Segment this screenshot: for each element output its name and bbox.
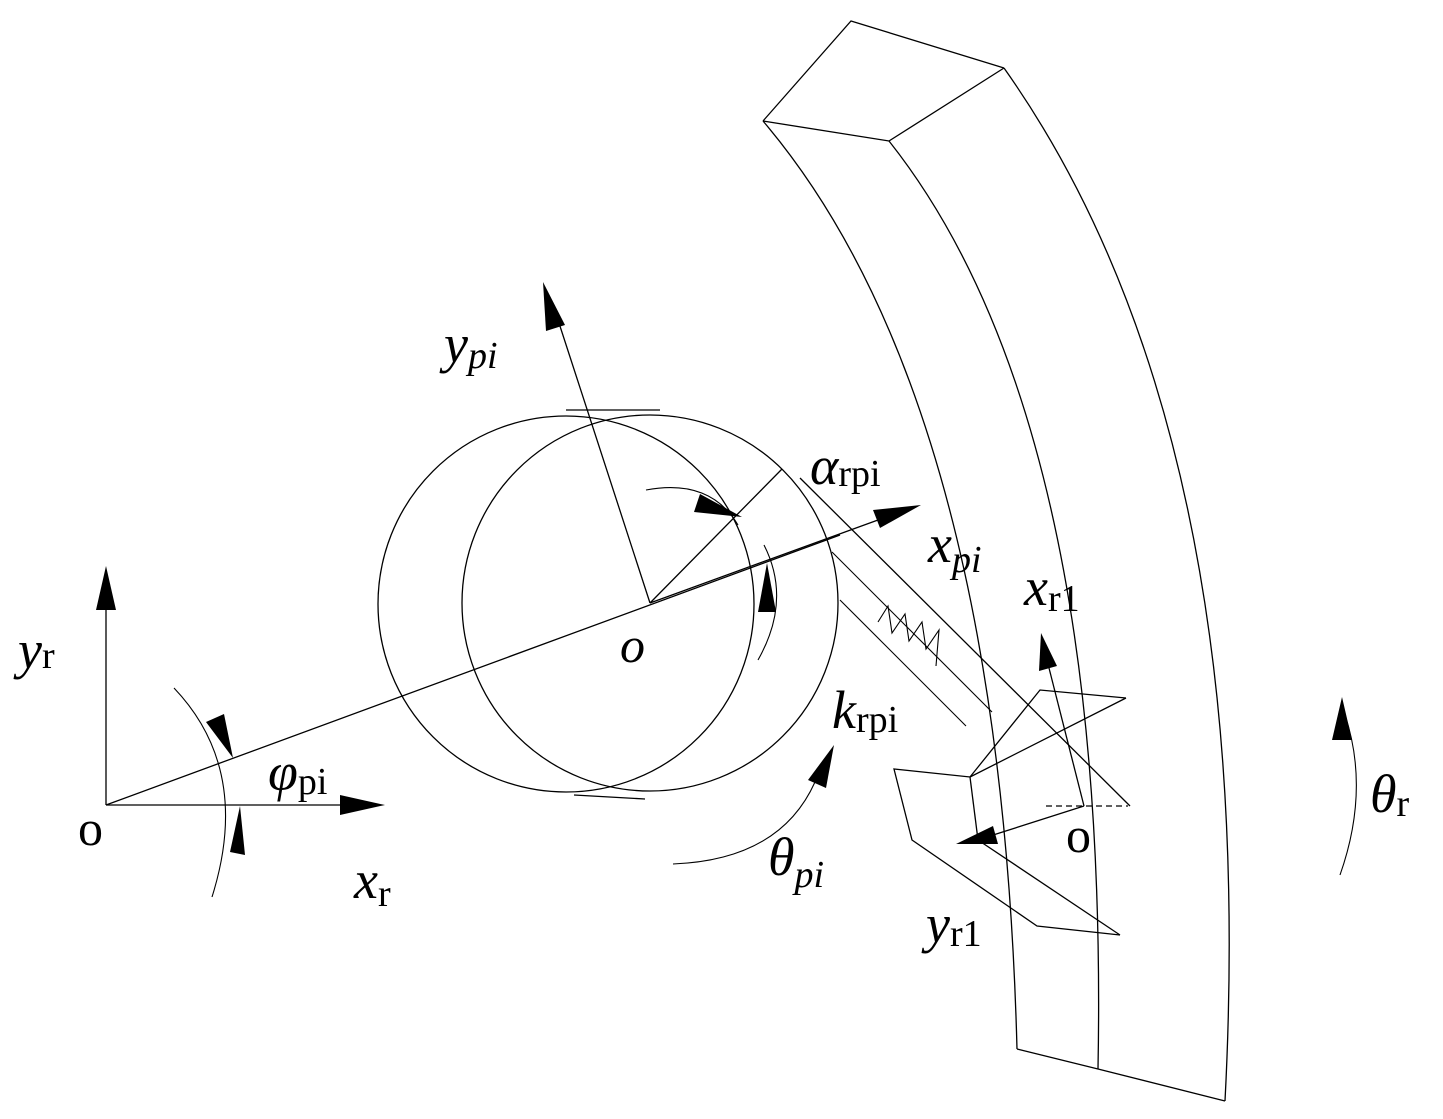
phi-pi-arrowhead-top	[206, 714, 233, 758]
y-r-label: yr	[13, 620, 55, 680]
ring-top-edge	[762, 67, 1005, 142]
x-pi-angle-arrowhead	[758, 563, 776, 612]
theta-r-arrowhead	[1332, 697, 1352, 740]
y-r-arrowhead	[96, 566, 116, 610]
y-r1-axis	[989, 805, 1085, 837]
planet-gear	[377, 409, 839, 800]
spring-rail-lower	[839, 599, 967, 727]
spring-zigzag	[877, 604, 940, 667]
x-r1-label: xr1	[1023, 557, 1080, 620]
tooth-frame-axes	[956, 633, 1128, 844]
tooth-outline	[893, 689, 1127, 936]
k-rpi-label: krpi	[832, 680, 898, 741]
alpha-ray	[649, 468, 783, 604]
theta-pi-label: θpi	[768, 827, 824, 896]
center-line	[105, 534, 841, 806]
alpha-rpi-label: αrpi	[810, 436, 881, 496]
y-pi-axis	[557, 319, 651, 604]
planet-bottom-edge	[573, 794, 646, 800]
tooth-flank-bottom	[969, 776, 979, 841]
x-r1-axis	[1048, 667, 1085, 807]
phi-pi-arc	[173, 687, 227, 898]
planet-axes	[543, 282, 921, 604]
x-r-label: xr	[353, 850, 391, 915]
angle-arcs	[173, 487, 1357, 898]
ring-frame-axes	[96, 566, 385, 815]
mesh-spring	[799, 477, 1131, 807]
spring-rail-upper	[831, 551, 993, 713]
planet-front-circle	[461, 414, 839, 792]
y-r1-label: yr1	[921, 894, 982, 955]
theta-pi-arc	[672, 781, 816, 865]
alpha-rpi-arrowhead	[694, 494, 742, 517]
y-r1-arrowhead	[956, 826, 998, 844]
planet-center-label: o	[620, 617, 645, 673]
line-of-action	[799, 477, 1131, 807]
ring-middle-arc	[888, 140, 1100, 1070]
planet-back-circle	[377, 415, 755, 793]
ring-inner-arc	[762, 120, 1018, 1050]
tooth-face-lower	[977, 839, 1121, 936]
ring-gear-segment	[762, 20, 1230, 1102]
phi-pi-label: φpi	[268, 742, 327, 803]
x-pi-arrowhead	[873, 505, 921, 528]
ring-origin-label: o	[78, 800, 103, 856]
phi-pi-arrowhead-bottom	[230, 806, 245, 855]
x-pi-label: xpi	[927, 514, 982, 581]
tooth-origin-label: o	[1066, 807, 1091, 863]
y-pi-arrowhead	[543, 282, 565, 331]
ring-top-face	[762, 20, 1005, 122]
x-r-arrowhead	[340, 795, 385, 815]
tooth-flank-top	[969, 697, 1127, 778]
y-pi-label: ypi	[439, 314, 498, 377]
theta-pi-arrowhead	[808, 745, 834, 788]
ring-outer-arc	[1003, 67, 1230, 1102]
alpha-rpi-arc	[645, 487, 739, 526]
x-pi-axis	[649, 519, 879, 604]
theta-r-label: θr	[1370, 764, 1410, 825]
x-r1-arrowhead	[1039, 633, 1057, 671]
ring-bottom-edge	[1016, 1048, 1226, 1102]
ring-tooth	[893, 689, 1127, 936]
x-pi-angle-arc	[757, 544, 778, 661]
